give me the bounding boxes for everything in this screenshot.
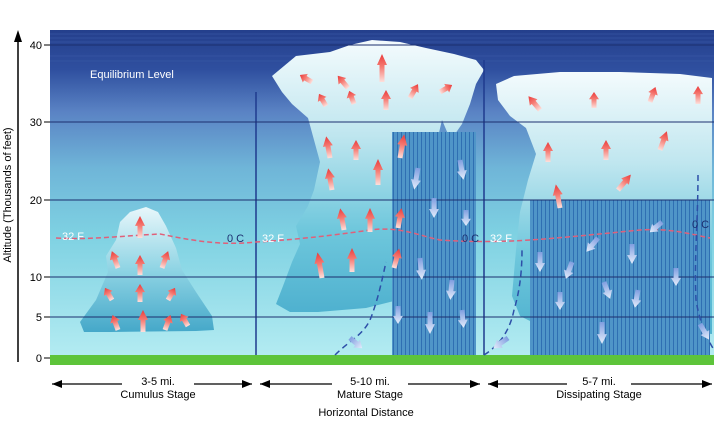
downdraft-arrow-6 bbox=[461, 210, 471, 226]
ground-strip bbox=[50, 355, 714, 365]
downdraft-arrow-3 bbox=[456, 159, 467, 180]
downdraft-arrow-2 bbox=[429, 198, 439, 218]
updraft-arrow-33 bbox=[647, 86, 658, 103]
updraft-arrow-11 bbox=[179, 313, 191, 328]
updraft-arrow-21 bbox=[351, 140, 361, 160]
updraft-arrow-34 bbox=[693, 86, 703, 104]
updraft-arrow-20 bbox=[322, 136, 333, 159]
updraft-arrow-4 bbox=[135, 255, 145, 275]
altitude-tick-40: 40 bbox=[30, 40, 42, 52]
downdraft-arrow-4 bbox=[416, 257, 427, 280]
updraft-arrow-6 bbox=[135, 284, 145, 302]
updraft-arrow-35 bbox=[543, 142, 553, 162]
downdraft-arrow-20 bbox=[555, 292, 565, 310]
updraft-arrow-7 bbox=[165, 287, 177, 302]
updraft-arrow-2 bbox=[109, 251, 121, 269]
mature-stage-name: Mature Stage bbox=[337, 389, 403, 401]
updraft-arrow-13 bbox=[337, 75, 350, 90]
updraft-arrow-5 bbox=[103, 287, 115, 302]
cumulus-distance: 3-5 mi. bbox=[141, 376, 175, 388]
updraft-arrow-38 bbox=[552, 184, 563, 209]
equilibrium-level-label: Equilibrium Level bbox=[90, 69, 174, 81]
cumulus-stage-name: Cumulus Stage bbox=[120, 389, 195, 401]
altitude-tick-labels: 0 5 10 20 30 40 bbox=[30, 40, 50, 365]
altitude-tick-10: 10 bbox=[30, 272, 42, 284]
updraft-arrow-17 bbox=[317, 93, 329, 108]
downdraft-arrow-10 bbox=[348, 336, 363, 349]
downdraft-arrow-8 bbox=[425, 312, 435, 334]
updraft-arrow-25 bbox=[336, 208, 347, 231]
updraft-arrow-37 bbox=[657, 131, 669, 151]
updraft-arrow-16 bbox=[438, 83, 453, 95]
altitude-tick-5: 5 bbox=[36, 312, 42, 324]
downdraft-arrow-21 bbox=[597, 322, 607, 344]
downdraft-arrow-1 bbox=[410, 167, 421, 190]
altitude-gridlines bbox=[50, 44, 714, 318]
downdraft-arrow-5 bbox=[446, 279, 457, 300]
updraft-arrow-32 bbox=[589, 92, 599, 108]
altitude-axis-title: Altitude (Thousands of feet) bbox=[2, 127, 14, 262]
updraft-arrow-28 bbox=[314, 252, 325, 279]
updraft-arrow-10 bbox=[162, 314, 173, 331]
freezing-isotherm-line bbox=[55, 228, 711, 245]
dissipating-distance: 5-7 mi. bbox=[582, 376, 616, 388]
updraft-arrow-30 bbox=[391, 248, 402, 269]
downdraft-arrow-12 bbox=[535, 252, 545, 272]
updraft-arrow-27 bbox=[394, 208, 405, 229]
updraft-arrow-22 bbox=[373, 159, 383, 185]
downdraft-arrow-13 bbox=[563, 261, 575, 279]
downdraft-arrow-22 bbox=[697, 322, 710, 340]
downdraft-arrow-14 bbox=[586, 236, 600, 252]
updraft-arrow-12 bbox=[299, 73, 314, 85]
freezing-label-f-cumulus: 32 F bbox=[62, 231, 84, 243]
downdraft-arrow-11 bbox=[493, 335, 510, 349]
freezing-label-c-dissipating: 0 C bbox=[692, 219, 709, 231]
freezing-label-f-mature: 32 F bbox=[262, 233, 284, 245]
updraft-arrow-14 bbox=[377, 54, 387, 82]
mature-distance: 5-10 mi. bbox=[350, 376, 390, 388]
freezing-label-c-cumulus: 0 C bbox=[227, 233, 244, 245]
updraft-arrow-39 bbox=[616, 174, 631, 192]
updraft-arrow-18 bbox=[346, 90, 357, 105]
updraft-arrow-19 bbox=[381, 90, 391, 110]
altitude-tick-20: 20 bbox=[30, 195, 42, 207]
downdraft-arrow-18 bbox=[631, 289, 642, 308]
downdraft-arrow-7 bbox=[393, 306, 403, 324]
downdraft-arrow-19 bbox=[671, 268, 681, 286]
updraft-arrow-1 bbox=[135, 216, 145, 238]
updraft-arrow-29 bbox=[347, 248, 357, 272]
updraft-arrow-24 bbox=[324, 168, 335, 191]
updraft-arrow-31 bbox=[528, 96, 542, 112]
horizontal-distance-label: Horizontal Distance bbox=[318, 407, 413, 419]
updraft-arrow-15 bbox=[407, 84, 419, 100]
updraft-arrow-9 bbox=[138, 310, 148, 332]
updraft-arrow-8 bbox=[110, 314, 121, 331]
dissipating-stage-name: Dissipating Stage bbox=[556, 389, 642, 401]
downdraft-arrow-16 bbox=[649, 220, 664, 233]
updraft-arrow-23 bbox=[397, 134, 408, 159]
updraft-arrow-3 bbox=[159, 251, 171, 269]
updraft-arrow-36 bbox=[601, 140, 611, 160]
freezing-label-c-mature: 0 C bbox=[462, 233, 479, 245]
downdraft-arrows bbox=[348, 159, 710, 349]
dissipating-rain-shaft bbox=[530, 200, 710, 358]
freezing-label-f-dissipating: 32 F bbox=[490, 233, 512, 245]
downdraft-arrow-15 bbox=[627, 244, 637, 264]
updraft-arrow-26 bbox=[365, 208, 375, 232]
altitude-tick-30: 30 bbox=[30, 117, 42, 129]
altitude-tick-0: 0 bbox=[36, 353, 42, 365]
cumulus-cloud bbox=[80, 207, 214, 332]
altitude-axis: Altitude (Thousands of feet) 0 5 10 20 30 40 bbox=[2, 30, 50, 365]
downdraft-arrow-17 bbox=[601, 281, 613, 299]
downdraft-arrow-9 bbox=[457, 309, 468, 328]
updraft-arrows bbox=[103, 54, 703, 332]
